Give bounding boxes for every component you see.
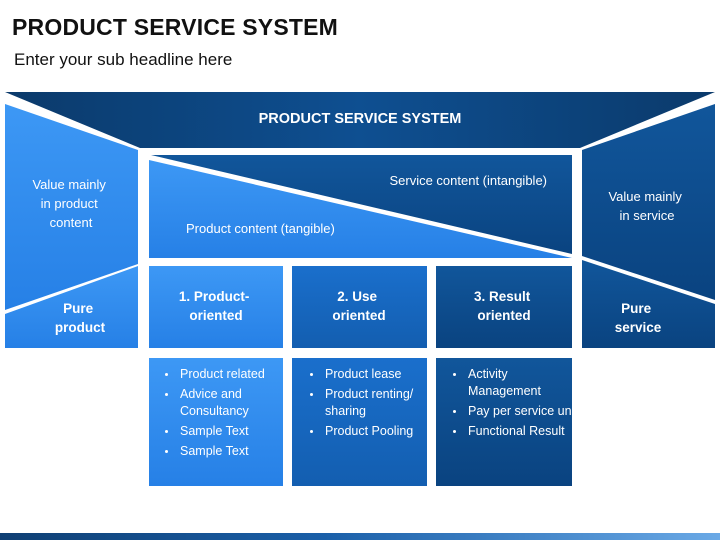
category-label-product-oriented: 1. Product- oriented — [179, 289, 253, 323]
pure-service-text: Pure service — [615, 301, 662, 335]
category-box-use-oriented — [292, 266, 427, 348]
use-oriented-list: Product lease Product renting/ sharing P… — [297, 366, 435, 443]
list-item: Product renting/ sharing — [323, 386, 435, 420]
detail-box-product-oriented — [149, 358, 283, 486]
bottom-accent-bar — [0, 533, 720, 540]
banner-title: PRODUCT SERVICE SYSTEM — [259, 111, 462, 127]
service-content-triangle — [151, 155, 572, 254]
service-content-label: Service content (intangible) — [389, 173, 547, 188]
product-content-label: Product content (tangible) — [186, 221, 335, 236]
banner-shape — [5, 92, 715, 148]
list-item: Product lease — [323, 366, 435, 383]
detail-box-use-oriented — [292, 358, 427, 486]
list-item: Advice and Consultancy — [178, 386, 294, 420]
product-oriented-list: Product related Advice and Consultancy S… — [152, 366, 294, 463]
list-item: Sample Text — [178, 423, 294, 440]
category-box-result-oriented — [436, 266, 572, 348]
result-oriented-list: Activity Management Pay per service unit… — [440, 366, 582, 443]
right-value-text: Value mainly in service — [608, 189, 685, 223]
list-item: Sample Text — [178, 443, 294, 460]
list-item: Product Pooling — [323, 423, 435, 440]
pure-product-panel — [5, 266, 138, 348]
category-label-use-oriented: 2. Use oriented — [332, 289, 385, 323]
pure-service-panel — [582, 260, 715, 348]
left-value-panel — [5, 104, 138, 310]
list-item: Product related — [178, 366, 294, 383]
slide-title: PRODUCT SERVICE SYSTEM — [12, 14, 339, 40]
right-value-panel — [582, 104, 715, 300]
list-item: Activity Management — [466, 366, 582, 400]
category-label-result-oriented: 3. Result oriented — [474, 289, 534, 323]
category-box-product-oriented — [149, 266, 283, 348]
product-content-triangle — [149, 160, 572, 258]
slide-subtitle: Enter your sub headline here — [14, 50, 233, 69]
list-item: Pay per service unit — [466, 403, 582, 420]
list-item: Functional Result — [466, 423, 582, 440]
left-value-text: Value mainly in product content — [32, 177, 109, 230]
detail-box-result-oriented — [436, 358, 572, 486]
pure-product-text: Pure product — [55, 301, 106, 335]
